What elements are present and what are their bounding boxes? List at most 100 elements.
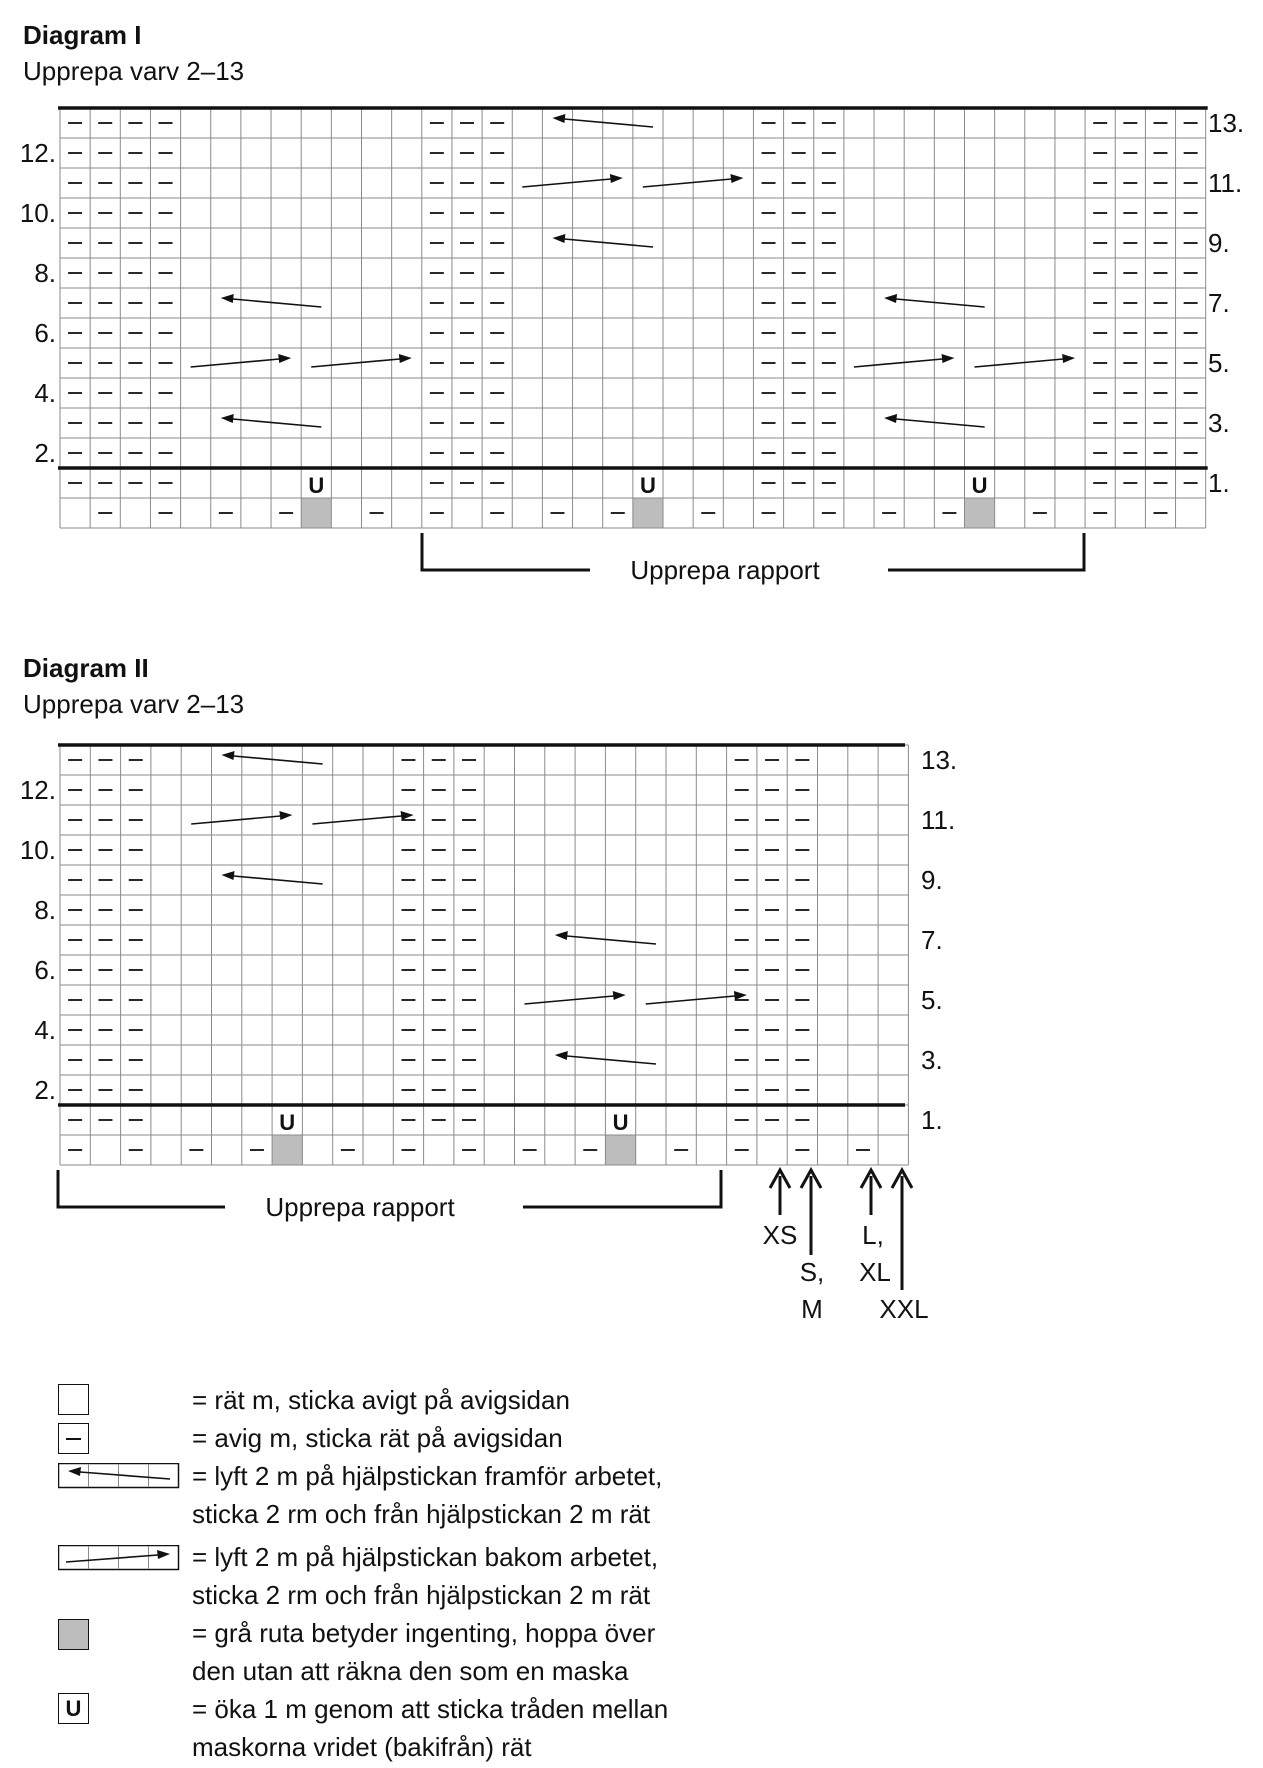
cable-front-arrowhead (884, 414, 898, 423)
repeat-bracket-left (420, 533, 590, 572)
cable-back-arrowhead (941, 354, 955, 363)
right-row-label: 3. (921, 1045, 943, 1075)
cable-back-arrowhead (279, 811, 293, 820)
cable-back-arrowhead (278, 354, 292, 363)
cable-back-arrowhead (733, 991, 747, 1000)
repeat-bracket-right (523, 1170, 723, 1209)
diagram-1-subtitle: Upprepa varv 2–13 (23, 56, 245, 86)
cable-front-arrow (232, 418, 322, 428)
cable-front-arrow (566, 1055, 657, 1065)
size-arrow-s-m-head (799, 1166, 823, 1189)
legend-cable-back-line1: = lyft 2 m på hjälpstickan bakom arbetet… (192, 1542, 659, 1572)
right-row-label: 5. (1208, 348, 1230, 378)
legend-increase-line1: = öka 1 m genom att sticka tråden mellan (192, 1694, 669, 1724)
repeat-bracket-right (888, 533, 1086, 572)
grey-cell (605, 1135, 636, 1165)
cable-front-arrow (233, 755, 323, 765)
legend-increase-line2: maskorna vridet (bakifrån) rät (192, 1732, 532, 1762)
cable-front-arrowhead (220, 294, 234, 303)
size-label-l-xl-line1: L, (862, 1220, 884, 1250)
right-row-label: 1. (921, 1105, 943, 1135)
right-row-label: 3. (1208, 408, 1230, 438)
cable-back-arrow (311, 358, 400, 368)
right-row-label: 5. (921, 985, 943, 1015)
cable-back-arrow (642, 178, 732, 188)
legend-cable-front-line1: = lyft 2 m på hjälpstickan framför arbet… (192, 1461, 663, 1491)
grey-cell (632, 498, 663, 528)
cable-back-arrowhead (730, 174, 744, 183)
legend-increase-symbol: U (65, 1696, 82, 1721)
cable-back-arrow (853, 358, 943, 368)
cable-back-arrow (522, 178, 611, 188)
size-arrow-xs-head (768, 1166, 792, 1189)
cable-front-arrow (232, 298, 322, 308)
cable-back-arrowhead (612, 991, 626, 1000)
left-row-label: 8. (34, 895, 56, 925)
legend-purl: = avig m, sticka rät på avigsidan (192, 1423, 563, 1453)
diagram-2-subtitle: Upprepa varv 2–13 (23, 689, 245, 719)
cable-back-arrowhead (398, 354, 412, 363)
legend-cable-back-line2: sticka 2 rm och från hjälpstickan 2 m rä… (192, 1580, 651, 1610)
right-row-label: 9. (921, 865, 943, 895)
right-row-label: 11. (921, 805, 955, 835)
cable-front-arrow (895, 298, 985, 308)
cable-back-arrow (645, 995, 735, 1005)
left-row-label: 2. (34, 438, 56, 468)
right-row-label: 11. (1208, 168, 1242, 198)
increase-symbol: U (613, 1110, 629, 1135)
legend-cable-front-line2: sticka 2 rm och från hjälpstickan 2 m rä… (192, 1499, 651, 1529)
left-row-label: 12. (20, 775, 56, 805)
cable-back-arrowhead (609, 174, 623, 183)
left-row-label: 6. (34, 318, 56, 348)
left-row-label: 8. (34, 258, 56, 288)
cable-front-arrowhead (220, 414, 234, 423)
repeat-label: Upprepa rapport (265, 1192, 455, 1222)
size-label-s-m-line1: S, (800, 1257, 825, 1287)
cable-back-arrow (974, 358, 1064, 368)
cable-front-arrow (564, 238, 654, 248)
left-row-label: 10. (20, 198, 56, 228)
size-label-s-m-line2: M (801, 1294, 823, 1324)
cable-back-arrowhead (400, 811, 414, 820)
cable-front-arrow (233, 875, 323, 885)
legend-grey-line1: = grå ruta betyder ingenting, hoppa över (192, 1618, 656, 1648)
cable-back-arrowhead (1062, 354, 1076, 363)
cable-front-arrow (566, 935, 657, 945)
increase-symbol: U (308, 473, 324, 498)
left-row-label: 12. (20, 138, 56, 168)
cable-back-arrow (312, 815, 402, 825)
left-row-label: 10. (20, 835, 56, 865)
cable-front-arrow (895, 418, 985, 428)
size-arrow-xxl-head (890, 1166, 914, 1189)
size-arrow-l-xl-head (859, 1166, 883, 1189)
cable-front-arrowhead (554, 931, 568, 940)
grey-cell (272, 1135, 303, 1165)
increase-symbol: U (279, 1110, 295, 1135)
right-row-label: 13. (1208, 108, 1244, 138)
cable-front-arrowhead (554, 1051, 568, 1060)
cable-front-arrow (564, 118, 654, 128)
legend-grey-line2: den utan att räkna den som en maska (192, 1656, 629, 1686)
cable-back-arrow (190, 358, 280, 368)
size-label-xs: XS (763, 1220, 798, 1250)
cable-back-arrow (524, 995, 614, 1005)
increase-symbol: U (972, 473, 988, 498)
left-row-label: 4. (34, 1015, 56, 1045)
right-row-label: 1. (1208, 468, 1230, 498)
cable-front-arrowhead (884, 294, 898, 303)
size-label-l-xl-line2: XL (859, 1257, 891, 1287)
right-row-label: 13. (921, 745, 957, 775)
left-row-label: 2. (34, 1075, 56, 1105)
repeat-label: Upprepa rapport (630, 555, 820, 585)
cable-front-arrowhead (221, 871, 235, 880)
repeat-bracket-left (56, 1170, 225, 1209)
cable-front-arrowhead (221, 751, 235, 760)
diagram-1-title: Diagram I (23, 20, 142, 50)
cable-front-arrowhead (552, 114, 566, 123)
increase-symbol: U (640, 473, 656, 498)
size-label-xxl: XXL (879, 1294, 928, 1324)
right-row-label: 7. (1208, 288, 1230, 318)
left-row-label: 4. (34, 378, 56, 408)
cable-front-arrowhead (552, 234, 566, 243)
